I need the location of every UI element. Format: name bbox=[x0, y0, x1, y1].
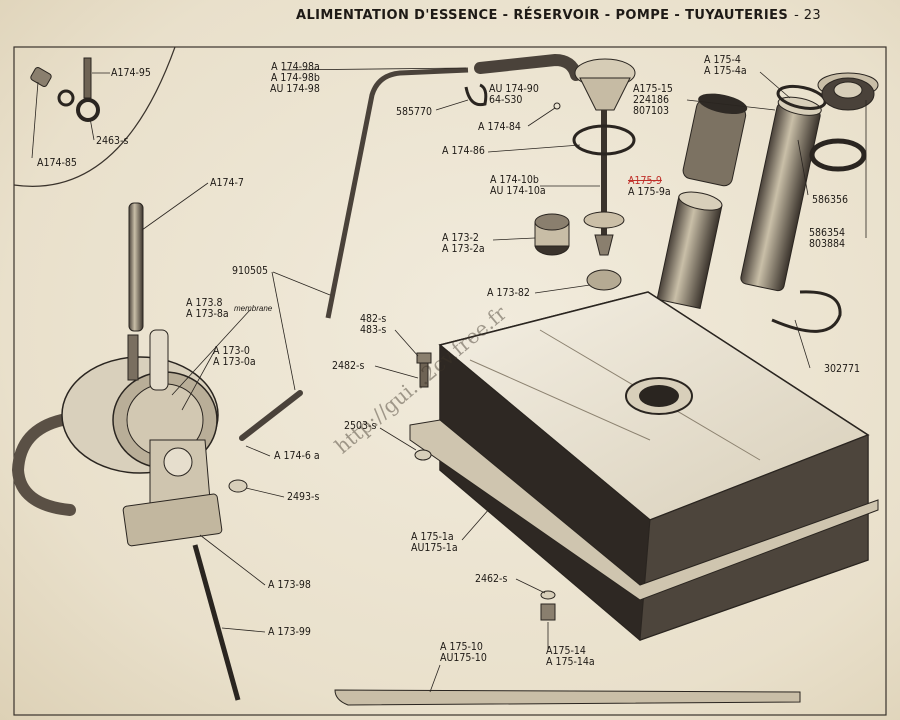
page-header: ALIMENTATION D'ESSENCE - RÉSERVOIR - POM… bbox=[296, 8, 821, 23]
label-586356: 586356 bbox=[812, 194, 849, 206]
filler-cap bbox=[817, 72, 879, 111]
pipe-a174-6a bbox=[239, 390, 303, 441]
bolt-482-s bbox=[416, 352, 432, 388]
label-membrane: membrane bbox=[234, 304, 273, 313]
hose-a174-7 bbox=[128, 202, 144, 332]
label-a174-86: A 174-86 bbox=[442, 145, 485, 157]
label-2503-s: 2503-s bbox=[344, 420, 377, 432]
label-a173-98: A 173-98 bbox=[268, 579, 311, 591]
leader-lines bbox=[31, 67, 867, 693]
label-2462-s: 2462-s bbox=[475, 573, 508, 585]
label-a173-99: A 173-99 bbox=[268, 626, 311, 638]
label-2493-s: 2493-s bbox=[287, 491, 320, 503]
inset-arc bbox=[13, 46, 176, 187]
filler-neck-hose bbox=[682, 93, 748, 187]
label-585770: 585770 bbox=[396, 106, 433, 118]
label-a174-84: A 174-84 bbox=[478, 121, 521, 133]
label-910505: 910505 bbox=[232, 265, 269, 277]
gauge-assembly bbox=[553, 58, 636, 291]
label-a174-7: A174-7 bbox=[210, 177, 244, 189]
fuel-pump bbox=[11, 329, 223, 547]
tank-filler-neck bbox=[656, 191, 723, 309]
hose-a174-98 bbox=[474, 53, 582, 81]
label-2482-s: 2482-s bbox=[332, 360, 365, 372]
label-a174-6a: A 174-6 a bbox=[274, 450, 320, 462]
filler-neck-tube bbox=[740, 84, 827, 292]
page-number: - 23 bbox=[794, 8, 822, 23]
clip-585770 bbox=[464, 83, 488, 107]
seal-ring-586356 bbox=[809, 138, 867, 172]
hose-clamp-302771 bbox=[771, 290, 842, 333]
union-bolt-parts bbox=[30, 57, 100, 122]
label-a174-95: A174-95 bbox=[111, 67, 151, 79]
label-a173-82: A 173-82 bbox=[487, 287, 530, 299]
drain-plug-a175-14 bbox=[540, 590, 556, 621]
washer-2503-s bbox=[414, 449, 432, 461]
fuel-tank bbox=[409, 291, 879, 642]
page-title: ALIMENTATION D'ESSENCE - RÉSERVOIR - POM… bbox=[296, 8, 789, 23]
label-302771: 302771 bbox=[824, 363, 861, 375]
grommet-a173-2 bbox=[534, 213, 570, 256]
washer-2493-s bbox=[228, 479, 248, 493]
pipe-910505 bbox=[325, 67, 469, 319]
rod-a173-99 bbox=[192, 544, 241, 701]
page-frame bbox=[13, 46, 887, 716]
dipstick-a175-10 bbox=[334, 689, 801, 706]
label-a174-85: A174-85 bbox=[37, 157, 77, 169]
label-2463-s: 2463-s bbox=[96, 135, 129, 147]
